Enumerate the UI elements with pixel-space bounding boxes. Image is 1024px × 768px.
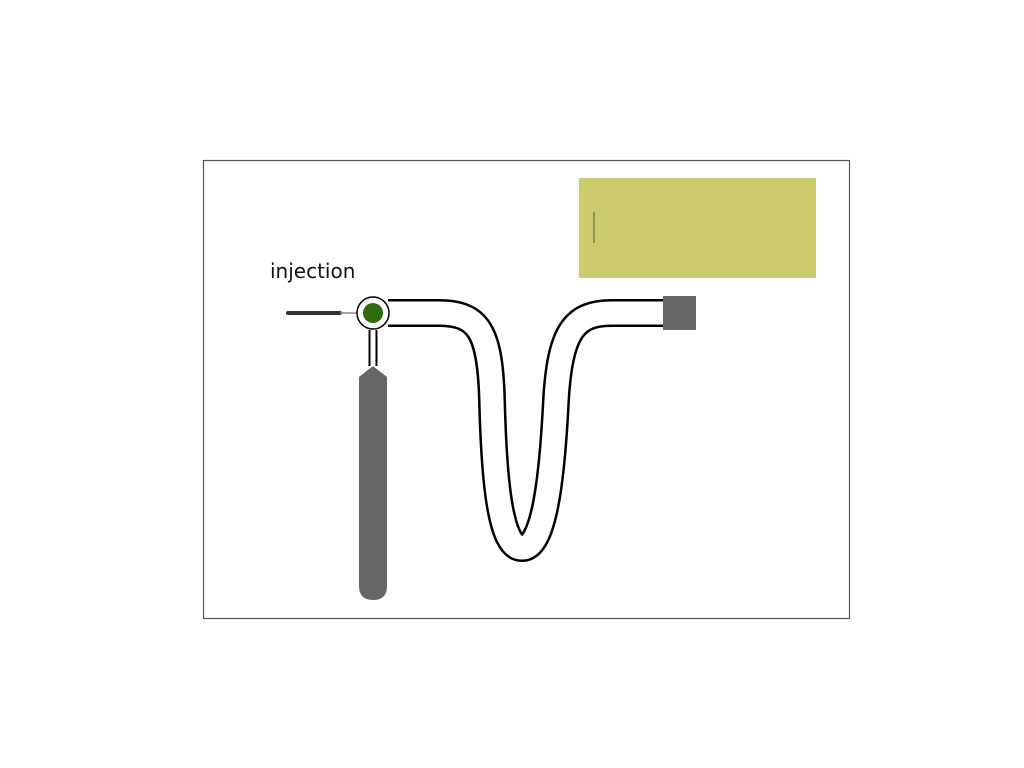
gas-cylinder-icon [359,366,387,600]
detector-panel [579,178,816,278]
column-tube-bore [388,301,665,560]
detector-connector-icon [663,296,696,330]
injection-valve-icon [356,296,390,330]
injection-label: injection [270,259,355,283]
